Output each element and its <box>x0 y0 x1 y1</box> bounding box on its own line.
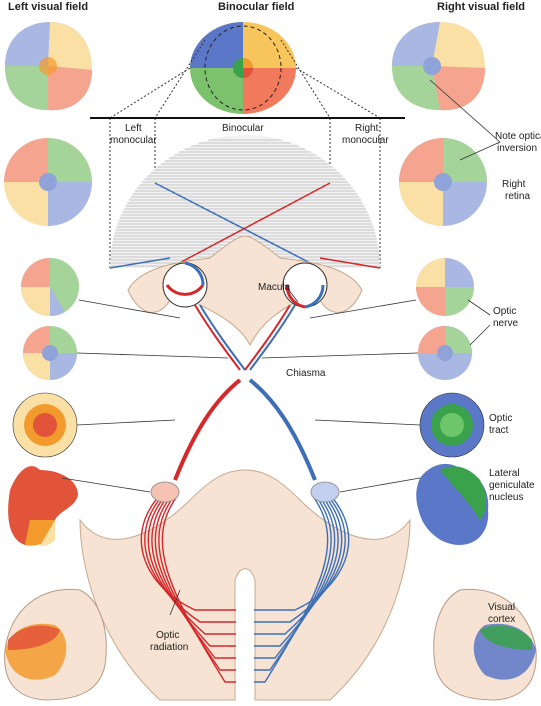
right-radiation-fibre <box>254 494 350 611</box>
label-lgn-3: nucleus <box>489 492 523 503</box>
right-lgn-shape <box>416 463 489 545</box>
header-left-visual-field: Left visual field <box>8 1 88 13</box>
left-radiation-fibre <box>158 494 236 671</box>
left-visual-field-disc <box>5 22 92 111</box>
label-binocular: Binocular <box>222 123 264 134</box>
label-lgn-1: Lateral <box>489 468 520 479</box>
left-radiation-fibre <box>161 494 236 683</box>
label-optic-nerve-2: nerve <box>493 318 518 329</box>
red-sight-line <box>169 182 331 269</box>
label-macula: Macula <box>258 282 291 293</box>
right-radiation-fibre <box>254 494 343 635</box>
right-optic-tract-disc <box>419 392 485 458</box>
left-radiation-fibre <box>154 494 236 659</box>
left-optic-nerve-disc-1 <box>21 258 79 317</box>
header-binocular-field: Binocular field <box>218 1 294 13</box>
label-left-monocular-1: Left <box>125 123 142 134</box>
optic-radiation-lines <box>140 494 350 683</box>
right-visual-cortex <box>433 588 537 701</box>
right-eye <box>282 262 328 309</box>
label-optic-tract-1: Optic <box>489 413 512 424</box>
label-right-retina-2: retina <box>505 191 530 202</box>
label-note-optical-1: Note optical <box>495 131 541 142</box>
left-lgn-shape <box>8 466 78 546</box>
label-left-monocular-2: monocular <box>110 135 157 146</box>
left-eye <box>162 261 208 308</box>
right-visual-field-disc <box>392 22 485 111</box>
label-note-optical-2: inversion <box>497 143 537 154</box>
label-right-monocular-2: monocular <box>342 135 389 146</box>
label-lgn-2: geniculate <box>489 480 535 491</box>
label-chiasma: Chiasma <box>286 368 326 379</box>
label-optic-nerve-1: Optic <box>493 306 516 317</box>
left-lgn <box>150 481 180 503</box>
left-field-disc-row2 <box>4 138 92 226</box>
right-lgn <box>310 481 340 503</box>
connector-lines <box>61 284 491 493</box>
label-visual-cortex-2: cortex <box>488 614 515 625</box>
label-optic-radiation-2: radiation <box>150 642 188 653</box>
left-optic-tract-disc <box>12 392 78 458</box>
label-right-monocular-1: Right <box>355 123 379 134</box>
binocular-field-disc <box>190 22 296 114</box>
left-radiation-fibre <box>144 494 236 623</box>
right-radiation-fibre <box>254 494 336 659</box>
brain-outline <box>79 469 411 701</box>
right-radiation-fibre <box>254 494 332 671</box>
right-retina-disc <box>399 138 487 226</box>
left-radiation-fibre <box>151 494 236 647</box>
left-radiation-fibre <box>140 494 236 611</box>
visual-field-hatching <box>110 135 380 268</box>
header-right-visual-field: Right visual field <box>437 1 525 13</box>
label-visual-cortex-1: Visual <box>488 602 515 613</box>
left-radiation-fibre <box>147 494 236 635</box>
right-optic-nerve-disc-1 <box>416 258 474 316</box>
label-optic-tract-2: tract <box>489 425 509 436</box>
right-radiation-fibre <box>254 494 329 683</box>
blue-sight-line <box>154 182 321 269</box>
projection-lines <box>109 39 381 268</box>
left-optic-nerve-disc-2 <box>23 326 77 380</box>
label-optic-radiation-1: Optic <box>156 630 179 641</box>
right-radiation-fibre <box>254 494 346 623</box>
right-radiation-fibre <box>254 494 339 647</box>
right-optic-nerve-disc-2 <box>418 326 472 380</box>
left-visual-cortex <box>4 588 107 701</box>
label-right-retina-1: Right <box>502 179 526 190</box>
optic-pathways <box>173 304 317 481</box>
